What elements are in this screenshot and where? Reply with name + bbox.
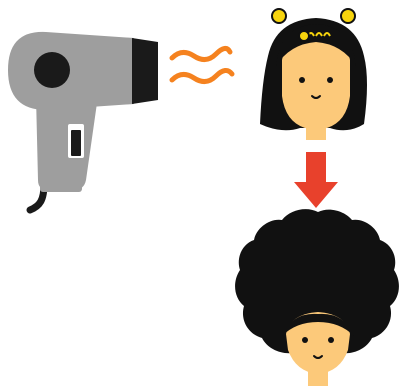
afro-eye-right: [328, 337, 334, 343]
heat-waves-icon: [172, 48, 232, 81]
hair-dryer-icon: [8, 32, 158, 210]
eye-right: [327, 77, 333, 83]
heat-wave-bottom: [172, 70, 232, 81]
dryer-handle: [36, 96, 98, 190]
straight-hair-woman-icon: [260, 9, 367, 140]
hair-clip-mid: [299, 31, 309, 41]
eye-left: [299, 77, 305, 83]
hair-clip-right: [341, 9, 355, 23]
afro-hair-woman-icon: [235, 209, 399, 386]
down-arrow-icon: [294, 152, 338, 208]
heat-wave-top: [172, 48, 230, 59]
dryer-nozzle: [132, 38, 158, 104]
dryer-vent: [34, 52, 70, 88]
dryer-switch-toggle: [71, 130, 81, 156]
neck: [306, 126, 326, 140]
hair-clip-left: [272, 9, 286, 23]
arrow-head: [294, 182, 338, 208]
arrow-shaft: [306, 152, 326, 184]
dryer-cord-base: [40, 182, 82, 192]
afro-eye-left: [302, 337, 308, 343]
afro-neck: [308, 370, 328, 386]
dryer-barrel: [8, 32, 134, 110]
